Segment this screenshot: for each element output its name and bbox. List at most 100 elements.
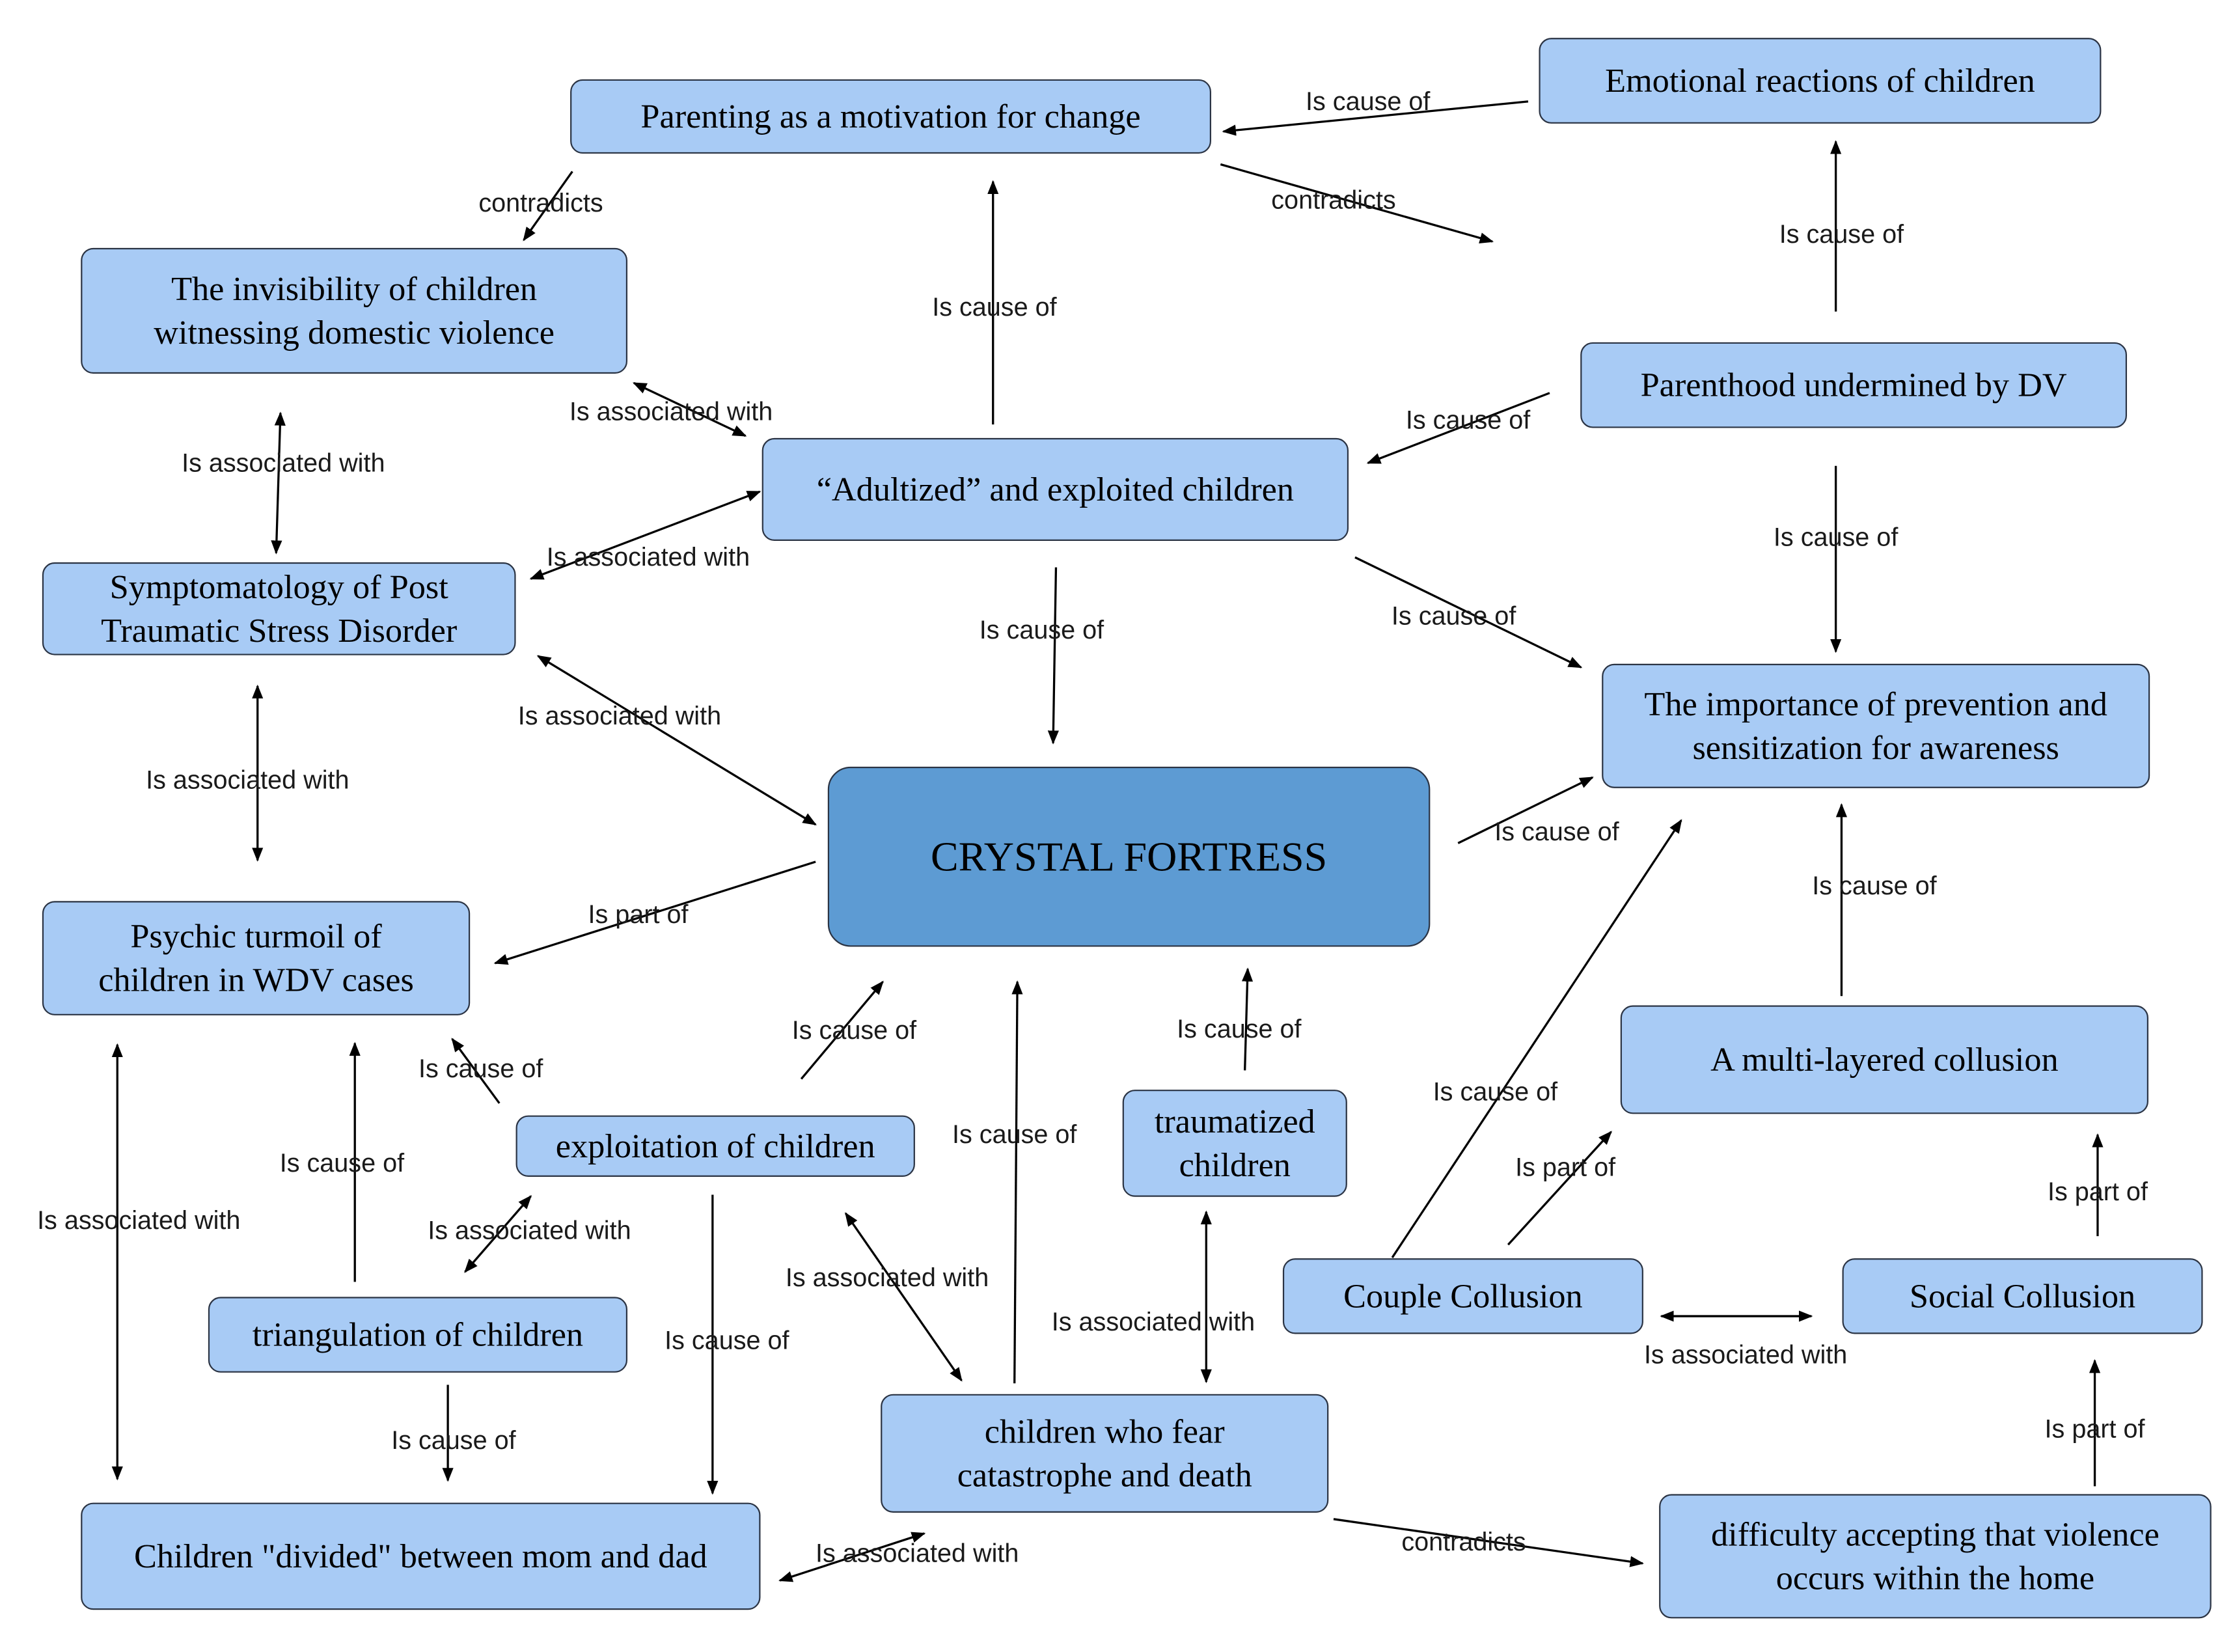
node-text-triangulation: triangulation of children bbox=[253, 1316, 583, 1354]
node-text-divided: Children "divided" between mom and dad bbox=[134, 1537, 707, 1575]
edge-label-invisibility-to-adultized: Is associated with bbox=[569, 397, 773, 426]
node-text-parenting: Parenting as a motivation for change bbox=[640, 98, 1140, 135]
node-text-traumatized: traumatized bbox=[1155, 1103, 1315, 1140]
node-text-traumatized: children bbox=[1179, 1146, 1291, 1184]
node-box-adultized bbox=[761, 437, 1349, 541]
edge-label-couple-to-prevention: Is cause of bbox=[1433, 1077, 1558, 1106]
edge-fear-to-crystal bbox=[1011, 980, 1023, 1384]
node-box-fear bbox=[881, 1394, 1329, 1513]
edge-emotional-to-parenting bbox=[1222, 100, 1529, 136]
edge-label-crystal-to-prevention: Is cause of bbox=[1494, 818, 1619, 846]
edge-divided-to-fear bbox=[778, 1532, 926, 1582]
node-text-social: Social Collusion bbox=[1910, 1277, 2135, 1315]
edge-label-psychic-to-divided: Is associated with bbox=[37, 1206, 240, 1235]
node-text-ptsd: Traumatic Stress Disorder bbox=[101, 612, 457, 650]
edge-label-fear-to-crystal: Is cause of bbox=[952, 1120, 1077, 1149]
edge-label-parenthood-to-emotional: Is cause of bbox=[1779, 220, 1904, 249]
node-multilayered: A multi-layered collusion bbox=[1620, 1005, 2148, 1114]
edge-label-exploitation-to-fear: Is associated with bbox=[786, 1263, 989, 1292]
edge-label-adultized-to-prevention: Is cause of bbox=[1392, 601, 1516, 630]
edge-label-social-to-multilayered: Is part of bbox=[2048, 1177, 2148, 1206]
node-text-difficulty: occurs within the home bbox=[1776, 1559, 2094, 1597]
node-fear: children who fear catastrophe and death bbox=[881, 1394, 1329, 1513]
node-box-traumatized bbox=[1122, 1090, 1347, 1197]
node-text-prevention: The importance of prevention and bbox=[1644, 685, 2107, 723]
node-text-psychic: children in WDV cases bbox=[98, 961, 414, 999]
node-text-difficulty: difficulty accepting that violence bbox=[1711, 1515, 2160, 1553]
node-adultized: “Adultized” and exploited children bbox=[761, 437, 1349, 541]
node-box-prevention bbox=[1602, 663, 2150, 788]
node-box-difficulty bbox=[1659, 1494, 2212, 1619]
edge-label-ptsd-to-psychic: Is associated with bbox=[146, 766, 349, 795]
node-box-divided bbox=[81, 1502, 761, 1610]
edge-label-traumatized-to-crystal: Is cause of bbox=[1177, 1015, 1302, 1043]
node-text-invisibility: The invisibility of children bbox=[171, 270, 537, 308]
node-social: Social Collusion bbox=[1842, 1258, 2203, 1334]
edge-crystal-to-prevention bbox=[1457, 776, 1594, 844]
edge-parenthood-to-adultized bbox=[1366, 392, 1550, 464]
node-divided: Children "divided" between mom and dad bbox=[81, 1502, 761, 1610]
edge-label-triangulation-to-psychic: Is cause of bbox=[280, 1149, 405, 1177]
edge-label-multilayered-to-prevention: Is cause of bbox=[1812, 872, 1937, 900]
edge-label-couple-to-multilayered: Is part of bbox=[1515, 1153, 1616, 1182]
edge-label-fear-to-difficulty: contradicts bbox=[1401, 1528, 1526, 1556]
edge-label-ptsd-to-adultized: Is associated with bbox=[547, 543, 750, 571]
node-text-couple: Couple Collusion bbox=[1343, 1277, 1583, 1315]
node-box-social bbox=[1842, 1258, 2203, 1334]
node-text-fear: children who fear bbox=[985, 1412, 1225, 1450]
edge-invisibility-to-ptsd bbox=[271, 411, 286, 555]
node-exploitation: exploitation of children bbox=[515, 1115, 915, 1177]
node-parenting: Parenting as a motivation for change bbox=[570, 79, 1212, 154]
node-psychic: Psychic turmoil of children in WDV cases bbox=[42, 901, 471, 1015]
node-traumatized: traumatized children bbox=[1122, 1090, 1347, 1197]
node-text-emotional: Emotional reactions of children bbox=[1605, 62, 2035, 100]
edge-label-exploitation-to-psychic: Is cause of bbox=[418, 1054, 543, 1083]
node-invisibility: The invisibility of children witnessing d… bbox=[81, 247, 628, 374]
edge-adultized-to-prevention bbox=[1354, 556, 1583, 668]
node-difficulty: difficulty accepting that violence occurs… bbox=[1659, 1494, 2212, 1619]
node-text-ptsd: Symptomatology of Post bbox=[110, 568, 449, 606]
edge-label-divided-to-fear: Is associated with bbox=[816, 1539, 1019, 1568]
node-text-adultized: “Adultized” and exploited children bbox=[817, 471, 1294, 508]
node-box-crystal bbox=[827, 766, 1431, 947]
node-box-psychic bbox=[42, 901, 471, 1015]
node-prevention: The importance of prevention and sensitiz… bbox=[1602, 663, 2150, 788]
edge-adultized-to-crystal bbox=[1047, 567, 1059, 745]
edge-labels-layer: Is cause of contradicts contradicts Is caus… bbox=[37, 87, 2148, 1568]
node-box-parenting bbox=[570, 79, 1212, 154]
node-text-parenthood: Parenthood undermined by DV bbox=[1641, 366, 2067, 404]
edge-label-couple-to-social: Is associated with bbox=[1644, 1340, 1847, 1369]
edge-label-adultized-to-crystal: Is cause of bbox=[980, 616, 1104, 644]
node-text-invisibility: witnessing domestic violence bbox=[154, 314, 555, 351]
node-box-couple bbox=[1282, 1258, 1643, 1334]
edge-label-parenthood-to-prevention: Is cause of bbox=[1774, 523, 1899, 552]
node-box-triangulation bbox=[208, 1297, 628, 1373]
node-box-invisibility bbox=[81, 247, 628, 374]
edge-parenting-to-prevention bbox=[1220, 163, 1494, 244]
edge-exploitation-to-fear bbox=[844, 1212, 963, 1382]
node-crystal: CRYSTAL FORTRESS bbox=[827, 766, 1431, 947]
edge-invisibility-to-adultized bbox=[632, 381, 747, 437]
node-text-psychic: Psychic turmoil of bbox=[130, 918, 382, 956]
edge-exploitation-to-psychic bbox=[451, 1038, 500, 1104]
edge-label-ptsd-to-crystal: Is associated with bbox=[518, 702, 721, 730]
node-text-exploitation: exploitation of children bbox=[556, 1127, 875, 1165]
node-box-emotional bbox=[1539, 38, 2102, 124]
edge-ptsd-to-adultized bbox=[529, 490, 761, 580]
node-box-ptsd bbox=[42, 562, 516, 655]
edge-label-parenting-to-invisibility: contradicts bbox=[478, 189, 603, 217]
edge-traumatized-to-crystal bbox=[1241, 967, 1254, 1071]
node-box-multilayered bbox=[1620, 1005, 2148, 1114]
edge-exploitation-to-crystal bbox=[800, 980, 884, 1080]
edge-couple-to-prevention bbox=[1391, 819, 1682, 1258]
edge-label-difficulty-to-social: Is part of bbox=[2045, 1415, 2146, 1444]
edge-couple-to-multilayered bbox=[1507, 1131, 1612, 1246]
node-parenthood: Parenthood undermined by DV bbox=[1580, 342, 2128, 428]
node-text-multilayered: A multi-layered collusion bbox=[1710, 1041, 2059, 1079]
edge-fear-to-difficulty bbox=[1333, 1518, 1644, 1567]
nodes-layer: Parenting as a motivation for change Emot… bbox=[42, 38, 2212, 1619]
node-text-fear: catastrophe and death bbox=[957, 1456, 1252, 1494]
node-text-prevention: sensitization for awareness bbox=[1692, 729, 2059, 767]
